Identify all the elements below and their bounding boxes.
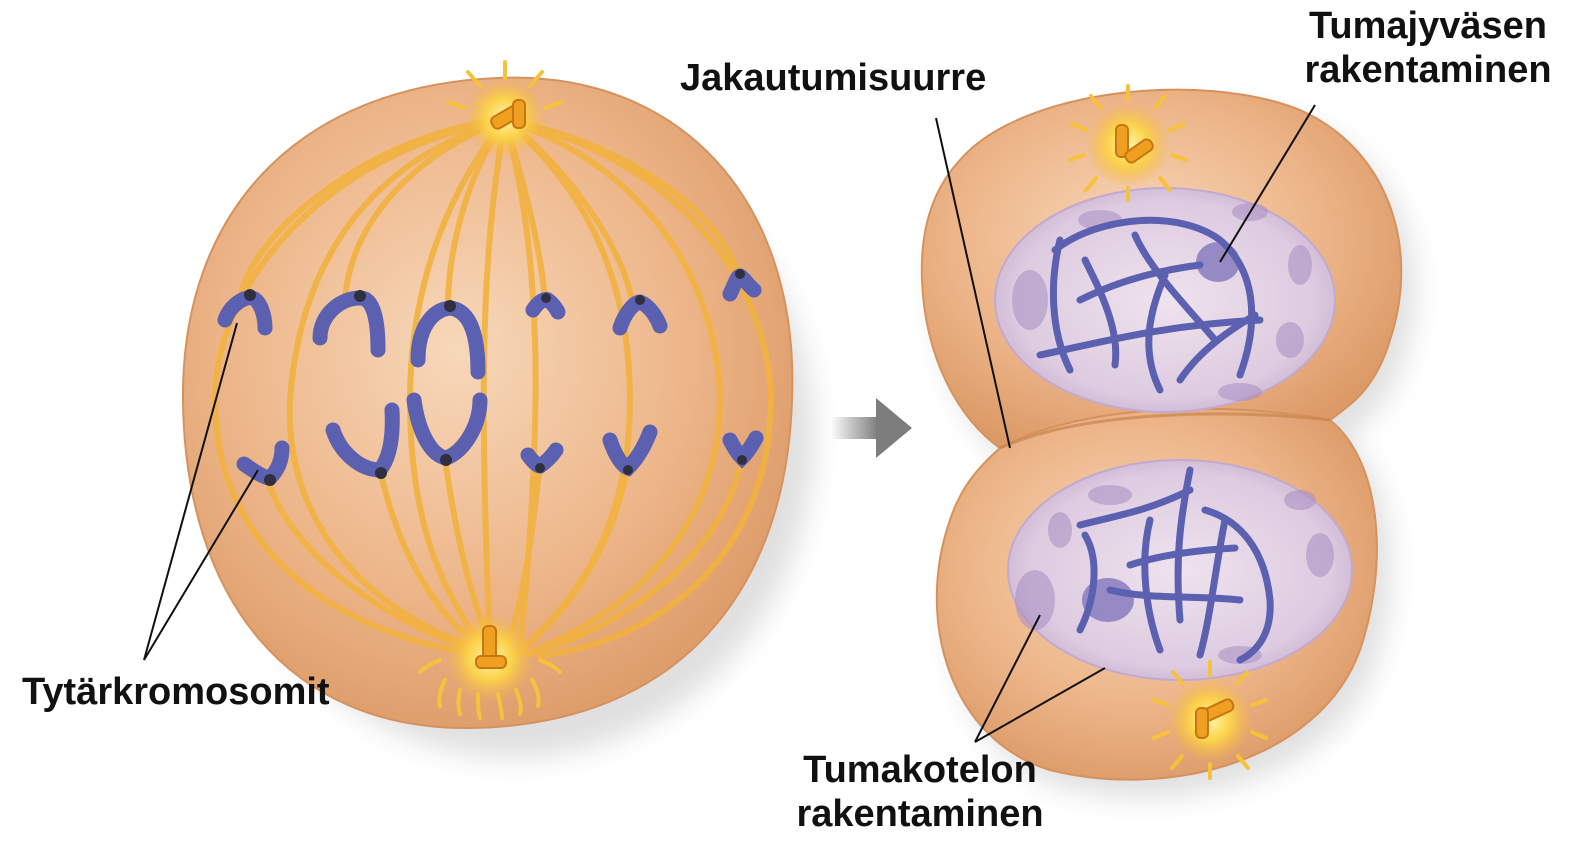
label-daughter-chromosomes: Tytärkromosomit (22, 670, 330, 714)
telophase-cell (922, 86, 1415, 798)
label-nucleolus-line1: Tumajyväsen (1282, 4, 1574, 48)
anaphase-cell (183, 62, 814, 758)
transition-arrow (830, 398, 912, 458)
label-envelope-line1: Tumakotelon (770, 748, 1070, 792)
label-nucleolus-formation: Tumajyväsen rakentaminen (1282, 4, 1574, 92)
nucleolus-top (1196, 242, 1240, 282)
nucleus-bottom (1008, 460, 1352, 680)
label-nuclear-envelope-formation: Tumakotelon rakentaminen (770, 748, 1070, 836)
label-nucleolus-line2: rakentaminen (1282, 48, 1574, 92)
nucleus-top (995, 188, 1335, 412)
label-cleavage-furrow: Jakautumisuurre (680, 56, 986, 100)
label-envelope-line2: rakentaminen (770, 792, 1070, 836)
